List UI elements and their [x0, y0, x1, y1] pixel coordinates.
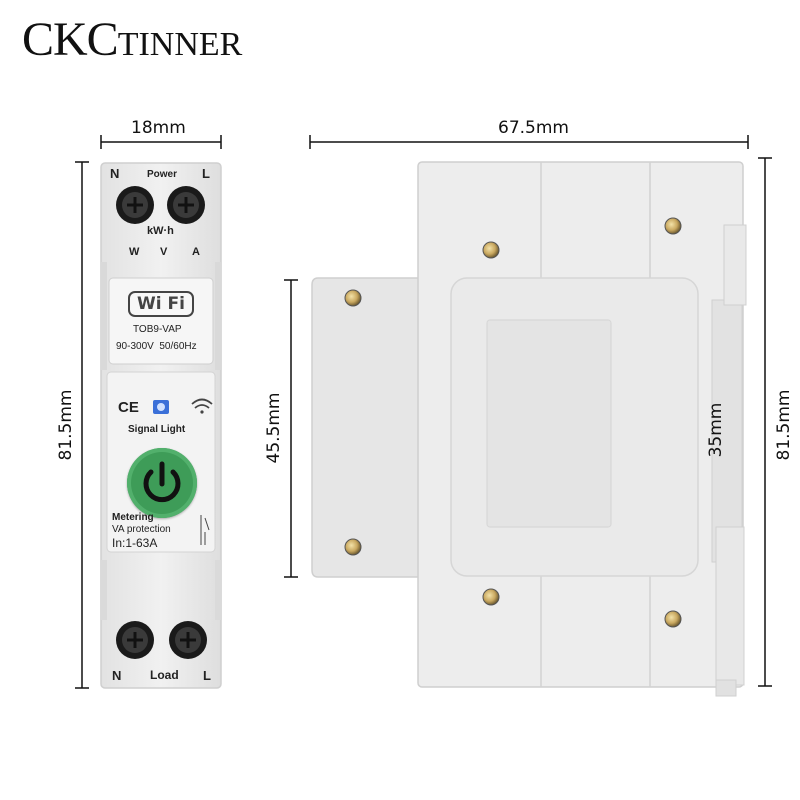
wifi-icon: [191, 398, 213, 414]
top-left-terminal-label: N: [110, 166, 120, 181]
dim-label-side-right-height: 81.5mm: [774, 389, 794, 461]
power-icon: [143, 461, 181, 503]
side-view-device: [311, 161, 747, 697]
bottom-right-terminal-label: L: [203, 668, 211, 683]
dim-front-height: [75, 161, 89, 689]
ce-mark: CE: [118, 399, 139, 416]
dim-label-front-height: 81.5mm: [56, 389, 76, 461]
brand-logo: CKCTINNER: [22, 12, 242, 67]
indicator-v: V: [160, 246, 168, 258]
dim-side-left-height: [284, 279, 298, 578]
dim-label-front-width: 18mm: [131, 118, 186, 138]
brand-rest: TINNER: [117, 26, 243, 63]
rating-label: 90-300V 50/60Hz: [116, 341, 197, 352]
current-rating: In:1-63A: [112, 536, 158, 550]
brand-initials: CKC: [22, 13, 119, 66]
dim-label-side-width: 67.5mm: [498, 118, 569, 138]
model-label: TOB9-VAP: [133, 324, 182, 335]
signal-light-label: Signal Light: [128, 424, 186, 435]
function-va-protection: VA protection: [112, 524, 171, 535]
dim-side-width: [309, 135, 749, 149]
indicator-a: A: [192, 246, 200, 258]
dim-label-side-rail-height: 35mm: [706, 402, 726, 458]
top-terminal-screws: [116, 186, 205, 224]
unit-label: kW·h: [147, 225, 174, 237]
wifi-logo: Wi Fi: [128, 291, 194, 317]
power-button[interactable]: [127, 448, 197, 518]
indicator-w: W: [129, 246, 140, 258]
bottom-left-terminal-label: N: [112, 668, 122, 683]
function-metering: Metering: [112, 512, 154, 523]
top-label: Power: [147, 169, 178, 180]
bottom-label: Load: [150, 668, 179, 682]
dim-front-width: [100, 135, 222, 149]
switch-symbol-icon: [200, 515, 210, 545]
dim-side-right-height: [758, 157, 772, 687]
dim-label-side-left-height: 45.5mm: [264, 392, 284, 464]
bottom-terminal-screws: [116, 621, 207, 659]
top-right-terminal-label: L: [202, 166, 210, 181]
side-screws: [344, 217, 682, 628]
